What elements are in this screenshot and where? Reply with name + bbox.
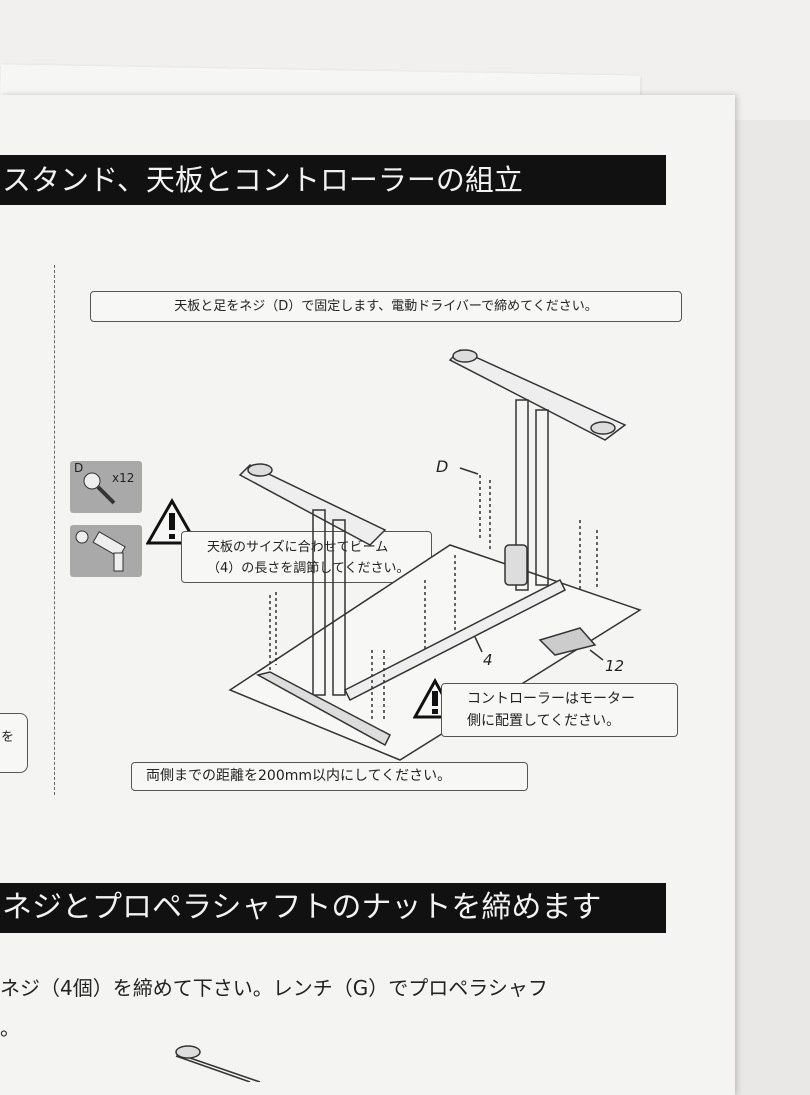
warning-line: コントローラーはモーター [467,691,635,707]
divider [54,265,55,795]
screw-icon [83,472,116,505]
instruction-callout: 天板と足をネジ（D）で固定します、電動ドライバーで締めてください。 [90,291,682,322]
body-text: 。 [0,1016,20,1040]
warning-line: 側に配置してください。 [467,713,621,729]
distance-note-callout: 両側までの距離を200mm以内にしてください。 [131,762,528,791]
controller-label: 12 [605,657,625,675]
section-title: ネジとプロペラシャフトのナットを締めます [0,883,666,933]
body-text: ネジ（4個）を締めて下さい。レンチ（G）でプロペラシャフ [0,976,548,1000]
beam-label: 4 [483,651,493,669]
screw-label: D [74,461,84,475]
desk-leg-diagram [175,1045,261,1082]
manual-page [0,95,735,1095]
drill-part-box [70,525,142,577]
screw-d-label: D [436,457,449,476]
controller-warning-callout: コントローラーはモーター側に配置してください。 [441,683,678,737]
warning-line: 天板のサイズに合わせてビーム [207,540,389,555]
warning-line: （4）の長さを調節してください。 [207,561,410,576]
screw-part-box: D x12 [70,461,142,513]
electric-drill-icon [75,530,126,572]
beam-warning-callout: 天板のサイズに合わせてビーム （4）の長さを調節してください。 [181,531,432,583]
screw-count: x12 [112,471,135,485]
left-note-fragment: を [0,713,28,773]
section-title: スタンド、天板とコントローラーの組立 [0,155,666,205]
